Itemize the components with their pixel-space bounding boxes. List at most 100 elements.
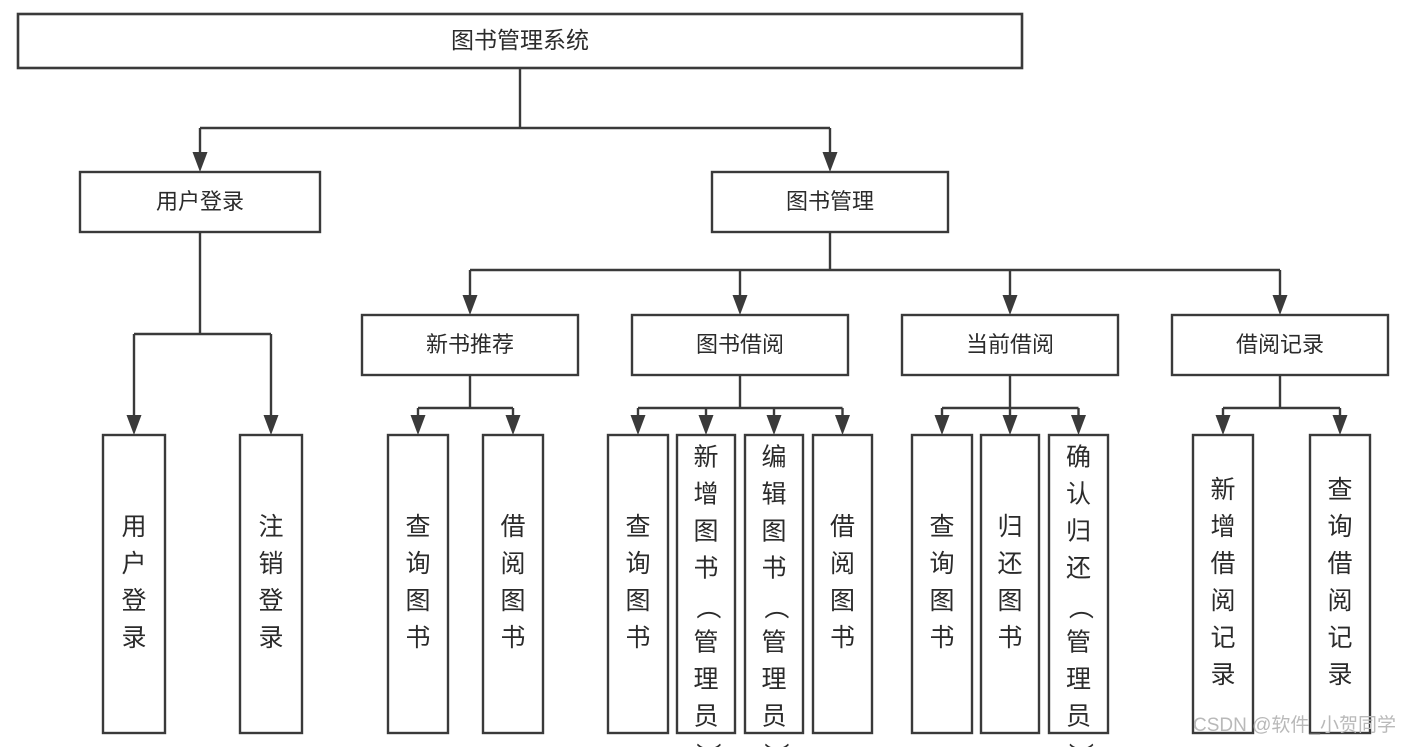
leaf-label-char: 图 [997, 587, 1022, 615]
userlogin-leaf-branch-1-arrowhead [263, 415, 279, 435]
node-level2-3[interactable] [1170, 313, 1390, 377]
node-level2-2[interactable] [900, 313, 1120, 377]
node-leaf-3[interactable] [481, 433, 545, 735]
leaf-label-char: 书 [625, 624, 650, 652]
leaf-label-char: 借 [1327, 550, 1352, 578]
leaf-label-char: 记 [1327, 624, 1352, 652]
leaf-label-char: ） [761, 742, 789, 747]
leaf-label-char: 认 [1066, 481, 1091, 509]
leaf-label-char: 注 [258, 513, 283, 541]
node-leaf-12[interactable] [1308, 433, 1372, 735]
leaf-label-char: 书 [500, 624, 525, 652]
leaf-label-char: （ [1066, 594, 1094, 619]
node-leaf-6[interactable] [743, 433, 805, 735]
leaf-label-char: 书 [929, 624, 954, 652]
leaf-label-char: （ [761, 594, 789, 619]
node-leaf-5[interactable] [675, 433, 737, 735]
connectors-layer [126, 68, 1348, 435]
leaf-label-char: （ [693, 594, 721, 619]
csdn-watermark: CSDN @软件_小贺同学 [1193, 714, 1396, 736]
leaf-label-char: 书 [997, 624, 1022, 652]
leaf-label-char: 图 [405, 587, 430, 615]
nodes-layer: 图书管理系统用户登录图书管理新书推荐图书借阅当前借阅借阅记录用户登录注销登录查询… [16, 12, 1390, 747]
leaf-label-char: 阅 [1210, 587, 1235, 615]
leaf-label-char: 销 [258, 550, 283, 578]
leaf-label-char: 查 [1327, 476, 1352, 504]
leaf-label-char: 询 [1327, 513, 1352, 541]
leaf-label-char: 用 [121, 513, 146, 541]
leaf-label-char: 询 [405, 550, 430, 578]
node-leaf-10[interactable] [1047, 433, 1110, 735]
node-level2-0[interactable] [360, 313, 580, 377]
leaf-label-char: 理 [761, 666, 786, 694]
node-leaf-label-0: 用户登录 [121, 513, 146, 652]
leaf-label-char: 图 [929, 587, 954, 615]
leaf-label-char: 新 [1210, 476, 1235, 504]
leaf-label-char: 辑 [761, 481, 786, 509]
group-2-leaf-branch-0-arrowhead [934, 415, 950, 435]
node-leaf-7[interactable] [811, 433, 874, 735]
node-leaf-1[interactable] [238, 433, 304, 735]
leaf-label-char: 理 [1066, 666, 1091, 694]
node-leaf-11[interactable] [1191, 433, 1255, 735]
node-root[interactable] [16, 12, 1024, 70]
node-level1-1[interactable] [710, 170, 950, 234]
node-level1-label-0: 用户登录 [156, 189, 244, 214]
level1-branch-1-arrowhead [822, 152, 838, 172]
node-root-label: 图书管理系统 [451, 27, 589, 53]
level1-branch-0-arrowhead [192, 152, 208, 172]
group-1-leaf-branch-0-arrowhead [630, 415, 646, 435]
leaf-label-char: 询 [929, 550, 954, 578]
leaf-label-char: 借 [1210, 550, 1235, 578]
leaf-label-char: 管 [693, 629, 718, 657]
leaf-label-char: ） [693, 742, 721, 747]
level2-branch-1-arrowhead [732, 295, 748, 315]
level2-branch-2-arrowhead [1002, 295, 1018, 315]
leaf-label-char: 查 [625, 513, 650, 541]
leaf-label-char: 阅 [500, 550, 525, 578]
leaf-label-char: 书 [405, 624, 430, 652]
leaf-label-char: 查 [405, 513, 430, 541]
leaf-label-char: 管 [761, 629, 786, 657]
leaf-label-char: 记 [1210, 624, 1235, 652]
node-level1-0[interactable] [78, 170, 322, 234]
leaf-label-char: 增 [1210, 513, 1235, 541]
leaf-label-char: 归 [1066, 518, 1091, 546]
leaf-label-char: 阅 [830, 550, 855, 578]
leaf-label-char: 编 [761, 444, 786, 472]
node-leaf-0[interactable] [101, 433, 167, 735]
node-leaf-2[interactable] [386, 433, 450, 735]
leaf-label-char: 图 [500, 587, 525, 615]
leaf-label-char: 图 [693, 518, 718, 546]
node-level2-label-1: 图书借阅 [696, 332, 784, 357]
node-level2-label-3: 借阅记录 [1236, 332, 1324, 357]
node-leaf-4[interactable] [606, 433, 670, 735]
leaf-label-char: 书 [761, 555, 786, 583]
leaf-label-char: 新 [693, 444, 718, 472]
node-level2-label-0: 新书推荐 [426, 332, 514, 357]
node-leaf-8[interactable] [910, 433, 974, 735]
leaf-label-char: 借 [830, 513, 855, 541]
node-level2-1[interactable] [630, 313, 850, 377]
group-0-leaf-branch-0-arrowhead [410, 415, 426, 435]
group-1-leaf-branch-3-arrowhead [835, 415, 850, 435]
level2-branch-0-arrowhead [462, 295, 478, 315]
leaf-label-char: 员 [1066, 703, 1091, 731]
node-leaf-9[interactable] [979, 433, 1041, 735]
leaf-label-char: 借 [500, 513, 525, 541]
group-0-leaf-branch-1-arrowhead [505, 415, 521, 435]
leaf-label-char: 书 [830, 624, 855, 652]
